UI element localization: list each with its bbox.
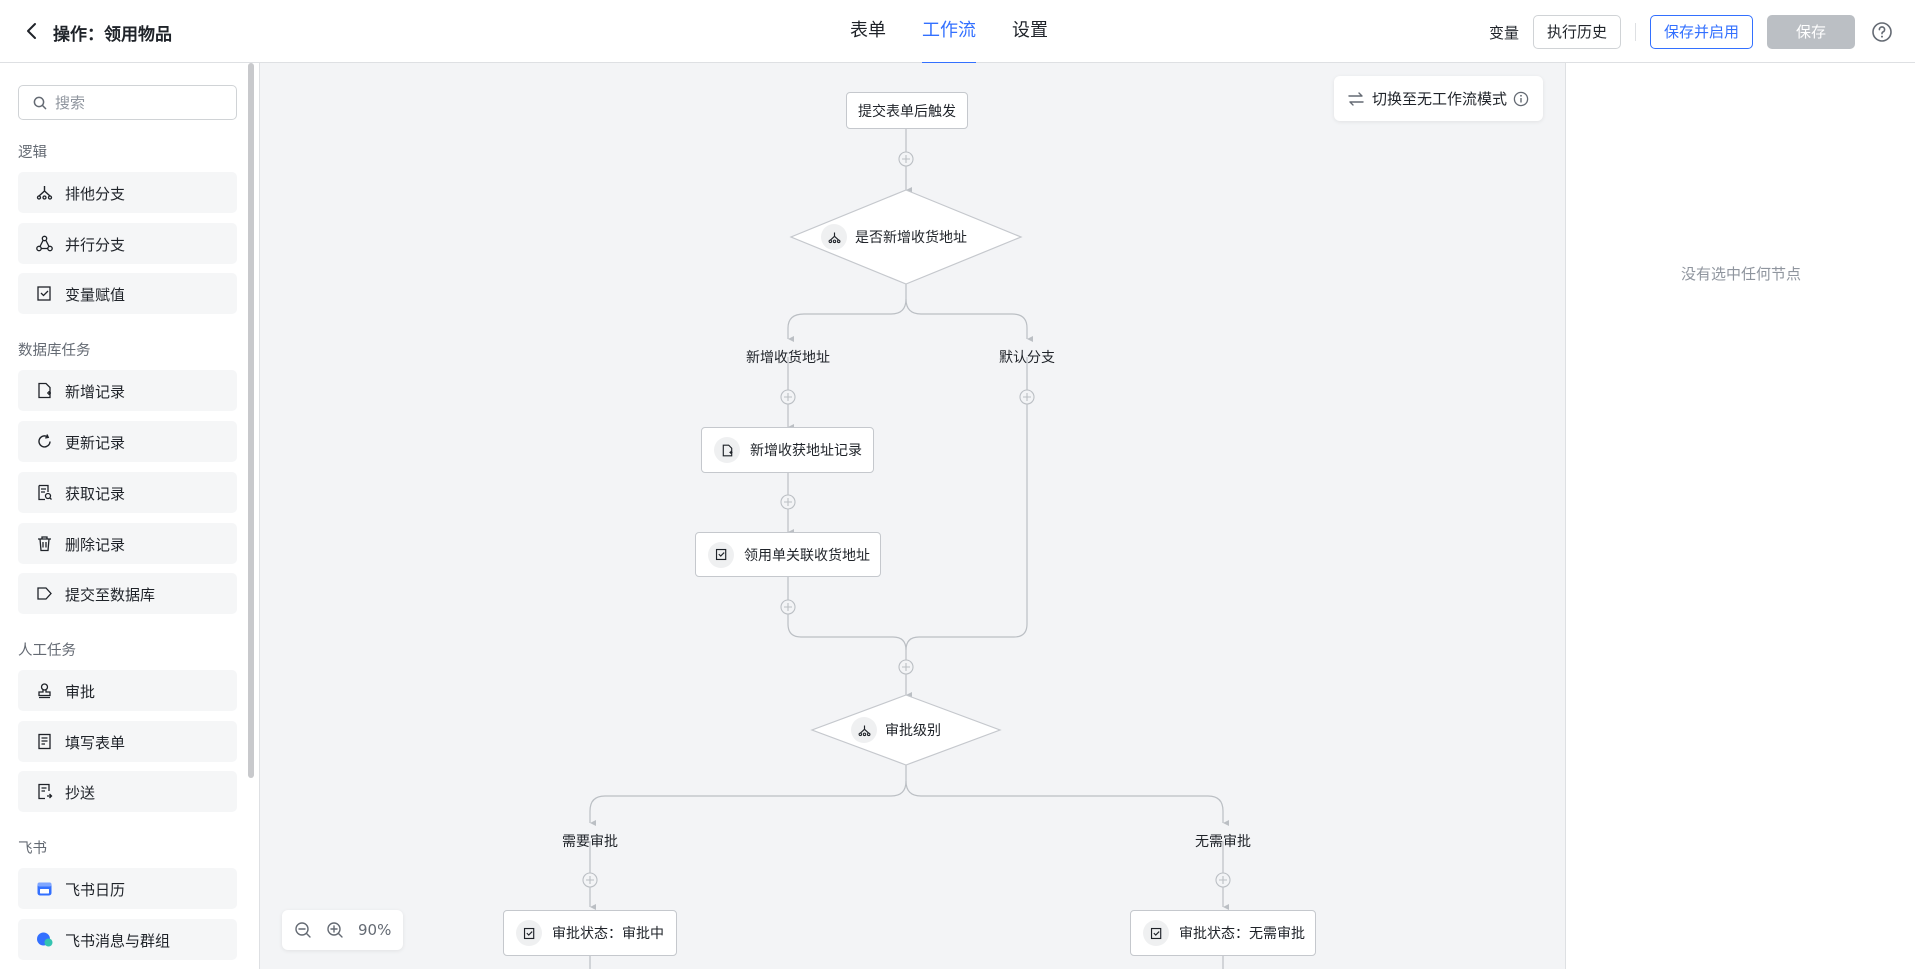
palette-item-label: 提交至数据库	[65, 586, 156, 604]
switch-no-workflow-button[interactable]: 切换至无工作流模式	[1333, 76, 1543, 121]
palette-item-feishu-message[interactable]: 飞书消息与群组	[18, 919, 237, 960]
branch-label-new-address[interactable]: 新增收货地址	[746, 350, 830, 366]
assign-variable-icon	[516, 920, 542, 946]
exclusive-branch-icon	[851, 717, 877, 743]
branch-label-default[interactable]: 默认分支	[999, 350, 1055, 366]
palette-item-add-record[interactable]: 新增记录	[18, 370, 237, 411]
zoom-in-icon[interactable]	[326, 921, 344, 939]
palette-item-label: 飞书消息与群组	[65, 932, 171, 950]
action-node-add-address-record[interactable]: 新增收获地址记录	[701, 427, 874, 473]
tab-workflow[interactable]: 工作流	[922, 0, 976, 64]
search-icon	[33, 96, 47, 110]
tab-bar: 表单 工作流 设置	[850, 0, 1048, 64]
palette-item-delete-record[interactable]: 删除记录	[18, 523, 237, 564]
submit-db-icon	[37, 587, 52, 600]
palette-item-fill-form[interactable]: 填写表单	[18, 721, 237, 762]
palette-item-label: 删除记录	[65, 536, 126, 554]
execution-history-button[interactable]: 执行历史	[1532, 15, 1621, 49]
zoom-controls: 90%	[282, 910, 404, 950]
feishu-message-icon	[37, 932, 53, 947]
palette-item-label: 更新记录	[65, 434, 126, 452]
back-arrow-icon[interactable]	[22, 21, 42, 41]
section-logic: 逻辑	[18, 145, 47, 161]
palette-item-approve[interactable]: 审批	[18, 670, 237, 711]
node-label: 审批状态：审批中	[552, 926, 664, 942]
palette-item-label: 并行分支	[65, 236, 126, 254]
palette-item-assign-variable[interactable]: 变量赋值	[18, 273, 237, 314]
palette-item-label: 排他分支	[65, 185, 126, 203]
save-and-enable-button[interactable]: 保存并启用	[1649, 15, 1753, 49]
add-record-icon	[38, 382, 51, 399]
search-box[interactable]	[18, 85, 237, 120]
node-label: 审批状态：无需审批	[1179, 926, 1305, 942]
section-feishu: 飞书	[18, 841, 47, 857]
get-record-icon	[38, 484, 52, 501]
palette-item-feishu-calendar[interactable]: 飞书日历	[18, 868, 237, 909]
approve-icon	[38, 683, 51, 699]
workflow-connectors	[582, 129, 1231, 969]
parallel-branch-icon	[36, 235, 53, 252]
exclusive-branch-icon	[821, 224, 847, 250]
assign-variable-icon	[1143, 920, 1169, 946]
delete-record-icon	[38, 536, 51, 552]
condition-node-approval-level[interactable]: 审批级别	[851, 717, 941, 743]
branch-label-no-approval[interactable]: 无需审批	[1195, 834, 1251, 850]
node-properties-panel: 没有选中任何节点	[1565, 63, 1915, 969]
palette-item-label: 获取记录	[65, 485, 126, 503]
variables-button[interactable]: 变量	[1488, 23, 1519, 42]
assign-variable-icon	[37, 286, 51, 301]
header-actions: 变量 执行历史 保存并启用 保存	[1475, 14, 1893, 50]
condition-node-new-address[interactable]: 是否新增收货地址	[821, 224, 967, 250]
palette-item-label: 飞书日历	[65, 881, 126, 899]
help-icon[interactable]	[1871, 21, 1893, 43]
node-label: 新增收获地址记录	[750, 443, 862, 459]
divider	[1634, 23, 1636, 41]
palette-item-label: 抄送	[65, 784, 96, 802]
action-node-link-address[interactable]: 领用单关联收货地址	[695, 532, 881, 577]
page-title: 操作：领用物品	[53, 25, 172, 45]
save-button[interactable]: 保存	[1766, 15, 1855, 49]
info-icon[interactable]	[1513, 91, 1529, 107]
palette-item-get-record[interactable]: 获取记录	[18, 472, 237, 513]
node-label: 领用单关联收货地址	[744, 547, 870, 564]
section-database-tasks: 数据库任务	[18, 343, 91, 359]
action-node-status-no-approval[interactable]: 审批状态：无需审批	[1130, 910, 1316, 956]
add-record-icon	[714, 437, 740, 463]
palette-item-label: 变量赋值	[65, 286, 126, 304]
empty-state-text: 没有选中任何节点	[1680, 265, 1801, 283]
exclusive-branch-icon	[36, 186, 53, 200]
sidebar-scrollbar[interactable]	[248, 63, 254, 778]
palette-item-update-record[interactable]: 更新记录	[18, 421, 237, 462]
palette-item-parallel-branch[interactable]: 并行分支	[18, 223, 237, 264]
fill-form-icon	[38, 733, 51, 750]
workflow-canvas[interactable]: 提交表单后触发 是否新增收货地址 新增收货地址 默认分支 新增收获地址记录 领用…	[260, 63, 1565, 969]
condition-label: 审批级别	[885, 723, 941, 739]
feishu-calendar-icon	[37, 882, 52, 896]
zoom-level[interactable]: 90%	[358, 921, 392, 939]
palette-item-exclusive-branch[interactable]: 排他分支	[18, 172, 237, 213]
update-record-icon	[38, 434, 51, 448]
trigger-node[interactable]: 提交表单后触发	[846, 92, 968, 129]
palette-item-cc[interactable]: 抄送	[18, 771, 237, 812]
node-palette-sidebar: 逻辑 排他分支 并行分支 变量赋值 数据库任务 新增记录 更新记录 获取记录 删…	[0, 63, 260, 969]
swap-icon	[1348, 91, 1364, 106]
switch-label: 切换至无工作流模式	[1371, 90, 1507, 108]
search-input[interactable]	[55, 92, 225, 114]
trigger-node-label: 提交表单后触发	[858, 103, 956, 120]
palette-item-label: 审批	[65, 683, 96, 701]
condition-label: 是否新增收货地址	[855, 230, 967, 246]
tab-settings[interactable]: 设置	[1012, 20, 1048, 41]
branch-label-needs-approval[interactable]: 需要审批	[562, 834, 618, 850]
action-node-status-approving[interactable]: 审批状态：审批中	[503, 910, 677, 956]
section-manual-tasks: 人工任务	[18, 643, 76, 659]
zoom-out-icon[interactable]	[294, 921, 312, 939]
top-header: 操作：领用物品 表单 工作流 设置 变量 执行历史 保存并启用 保存	[0, 0, 1915, 64]
tab-form[interactable]: 表单	[850, 20, 886, 41]
palette-item-label: 新增记录	[65, 383, 126, 401]
palette-item-label: 填写表单	[65, 734, 126, 752]
palette-item-submit-db[interactable]: 提交至数据库	[18, 573, 237, 614]
cc-icon	[38, 783, 53, 800]
assign-variable-icon	[708, 541, 734, 568]
